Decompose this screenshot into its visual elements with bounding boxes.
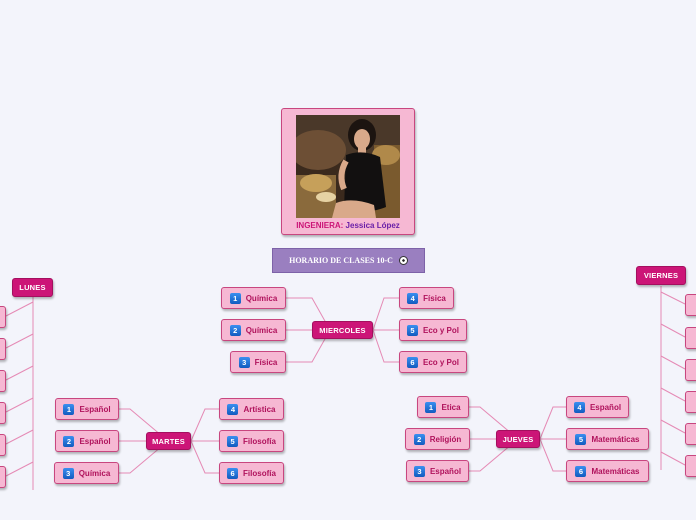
martes-subject-3[interactable]: 3 Química — [54, 462, 119, 484]
lunes-subject-3[interactable] — [0, 370, 6, 392]
subject-label: Filosofía — [243, 468, 276, 478]
miercoles-subject-2[interactable]: 2 Química — [221, 319, 286, 341]
jueves-subject-4[interactable]: 4 Español — [566, 396, 629, 418]
subject-label: Matemáticas — [591, 466, 640, 476]
jueves-subject-1[interactable]: 1 Etica — [417, 396, 469, 418]
day-node-lunes[interactable]: LUNES — [12, 278, 53, 297]
number-1-icon: 1 — [229, 292, 241, 304]
subject-label: Filosofía — [243, 436, 276, 446]
subject-label: Química — [78, 468, 111, 478]
subject-label: Eco y Pol — [422, 325, 459, 335]
lunes-subject-2[interactable] — [0, 338, 6, 360]
martes-subject-5[interactable]: 5 Filosofía — [219, 430, 284, 452]
jueves-subject-2[interactable]: 2 Religión — [405, 428, 470, 450]
jueves-subject-5[interactable]: 5 Matemáticas — [566, 428, 649, 450]
subject-label: Química — [245, 293, 278, 303]
day-label: VIERNES — [643, 271, 679, 280]
number-5-icon: 5 — [406, 324, 418, 336]
viernes-subject-4[interactable] — [685, 391, 696, 413]
day-node-jueves[interactable]: JUEVES — [496, 430, 540, 448]
miercoles-subject-5[interactable]: 5 Eco y Pol — [399, 319, 467, 341]
day-node-miercoles[interactable]: MIERCOLES — [312, 321, 373, 339]
martes-subject-2[interactable]: 2 Español — [55, 430, 119, 452]
day-node-martes[interactable]: MARTES — [146, 432, 191, 450]
viernes-subject-3[interactable] — [685, 359, 696, 381]
number-5-icon: 5 — [227, 435, 239, 447]
viernes-subject-6[interactable] — [685, 455, 696, 477]
number-4-icon: 4 — [407, 292, 419, 304]
lunes-subject-4[interactable] — [0, 402, 6, 424]
number-6-icon: 6 — [227, 467, 239, 479]
soccer-ball-icon — [398, 256, 408, 265]
martes-subject-1[interactable]: 1 Español — [55, 398, 119, 420]
schedule-title[interactable]: HORARIO DE CLASES 10-C — [272, 248, 425, 273]
profile-name: Jessica López — [345, 221, 400, 230]
schedule-title-text: HORARIO DE CLASES 10-C — [289, 256, 393, 265]
number-1-icon: 1 — [425, 401, 437, 413]
subject-label: Español — [79, 404, 111, 414]
subject-label: Español — [79, 436, 111, 446]
subject-label: Etica — [441, 402, 461, 412]
jueves-subject-6[interactable]: 6 Matemáticas — [566, 460, 649, 482]
martes-subject-6[interactable]: 6 Filosofía — [219, 462, 284, 484]
day-label: MIERCOLES — [319, 325, 366, 335]
profile-role: INGENIERA: — [296, 221, 344, 230]
viernes-subject-5[interactable] — [685, 423, 696, 445]
profile-card: INGENIERA: Jessica López — [281, 108, 415, 235]
subject-label: Español — [429, 466, 462, 476]
number-2-icon: 2 — [63, 435, 75, 447]
subject-label: Religión — [429, 434, 462, 444]
number-1-icon: 1 — [63, 403, 75, 415]
lunes-subject-6[interactable] — [0, 466, 6, 488]
lunes-subject-5[interactable] — [0, 434, 6, 456]
miercoles-subject-6[interactable]: 6 Eco y Pol — [399, 351, 467, 373]
number-5-icon: 5 — [575, 433, 587, 445]
viernes-subject-2[interactable] — [685, 327, 696, 349]
miercoles-subject-4[interactable]: 4 Física — [399, 287, 454, 309]
number-6-icon: 6 — [406, 356, 418, 368]
number-6-icon: 6 — [575, 465, 587, 477]
number-4-icon: 4 — [573, 401, 585, 413]
subject-label: Matemáticas — [591, 434, 640, 444]
martes-subject-4[interactable]: 4 Artística — [219, 398, 284, 420]
jueves-subject-3[interactable]: 3 Español — [406, 460, 469, 482]
miercoles-subject-1[interactable]: 1 Química — [221, 287, 286, 309]
subject-label: Artística — [243, 404, 276, 414]
miercoles-subject-3[interactable]: 3 Física — [230, 351, 286, 373]
number-3-icon: 3 — [238, 356, 250, 368]
subject-label: Física — [423, 293, 446, 303]
subject-label: Química — [245, 325, 278, 335]
day-label: MARTES — [152, 436, 185, 446]
subject-label: Eco y Pol — [422, 357, 459, 367]
number-2-icon: 2 — [413, 433, 425, 445]
day-label: LUNES — [19, 283, 46, 292]
profile-photo — [296, 115, 400, 218]
number-3-icon: 3 — [413, 465, 425, 477]
day-node-viernes[interactable]: VIERNES — [636, 266, 686, 285]
day-label: JUEVES — [502, 434, 534, 444]
lunes-subject-1[interactable] — [0, 306, 6, 328]
viernes-subject-1[interactable] — [685, 294, 696, 316]
number-4-icon: 4 — [227, 403, 239, 415]
number-3-icon: 3 — [62, 467, 74, 479]
subject-label: Física — [254, 357, 278, 367]
profile-caption: INGENIERA: Jessica López — [282, 221, 414, 230]
subject-label: Español — [589, 402, 622, 412]
number-2-icon: 2 — [229, 324, 241, 336]
